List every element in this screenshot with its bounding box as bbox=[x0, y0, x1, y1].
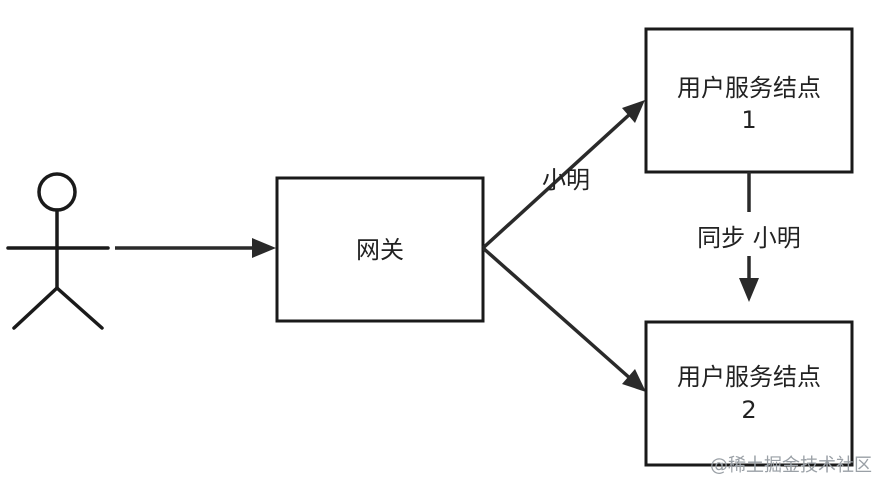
user-service-2-title: 用户服务结点 bbox=[677, 363, 821, 391]
arrowhead-icon bbox=[622, 369, 646, 392]
arrowhead-icon bbox=[252, 238, 276, 258]
arrowhead-icon bbox=[622, 100, 645, 123]
actor-right-leg bbox=[55, 286, 104, 330]
user-service-1-title: 用户服务结点 bbox=[677, 74, 821, 102]
user-service-node-1: 用户服务结点 1 bbox=[644, 27, 854, 174]
edge-gateway-to-service-2-line bbox=[481, 246, 634, 382]
edge-gateway-to-service-1-line bbox=[481, 112, 632, 250]
edge-service-1-to-service-2: 同步 小明 bbox=[697, 172, 801, 302]
actor-head bbox=[37, 172, 77, 212]
edge-gateway-to-service-2 bbox=[481, 246, 646, 392]
arrowhead-icon bbox=[739, 278, 759, 302]
user-service-node-2: 用户服务结点 2 bbox=[644, 320, 854, 467]
user-service-1-number: 1 bbox=[741, 106, 756, 134]
edge-service-1-to-service-2-label: 同步 小明 bbox=[697, 224, 801, 252]
gateway-label: 网关 bbox=[356, 236, 404, 264]
edge-actor-to-gateway bbox=[115, 238, 276, 258]
edge-gateway-to-service-1-label: 小明 bbox=[542, 166, 590, 194]
edge-gateway-to-service-1: 小明 bbox=[481, 100, 645, 250]
watermark-text: @稀土掘金技术社区 bbox=[710, 455, 872, 476]
user-service-2-box bbox=[644, 320, 854, 467]
user-actor bbox=[6, 172, 110, 330]
actor-left-leg bbox=[12, 286, 59, 330]
gateway-box bbox=[275, 176, 485, 323]
gateway-node: 网关 bbox=[275, 176, 485, 323]
user-service-2-number: 2 bbox=[741, 396, 756, 424]
